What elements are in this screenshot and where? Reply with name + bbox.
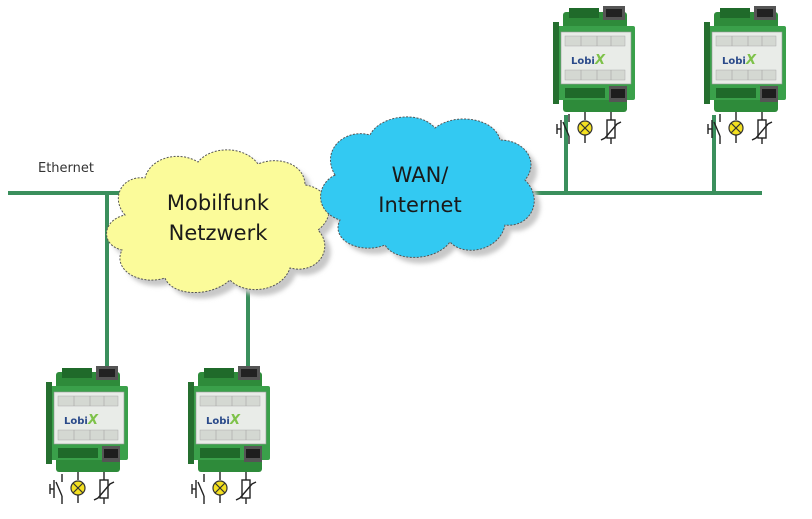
mobile-network-cloud: Mobilfunk Netzwerk — [106, 149, 330, 293]
device-bottom-left: Lobi X — [45, 365, 129, 505]
device-bottom-middle: Lobi X — [187, 365, 271, 505]
device-brand-mark: X — [87, 413, 99, 428]
device-top-right-2: Lobi X — [703, 5, 787, 145]
mobile-cloud-line1: Mobilfunk — [167, 191, 270, 215]
wan-cloud-line2: Internet — [378, 193, 461, 217]
device-brand-mark: X — [594, 53, 606, 68]
device-brand-mark: X — [745, 53, 757, 68]
wan-cloud: WAN/ Internet — [320, 116, 535, 258]
device-brand: Lobi — [64, 416, 88, 427]
wan-cloud-line1: WAN/ — [392, 163, 450, 187]
device-brand: Lobi — [206, 416, 230, 427]
device-top-right-1: Lobi X — [552, 5, 636, 145]
ethernet-label: Ethernet — [38, 161, 94, 176]
device-brand: Lobi — [722, 56, 746, 67]
device-brand-mark: X — [229, 413, 241, 428]
mobile-cloud-line2: Netzwerk — [169, 221, 269, 245]
device-brand: Lobi — [571, 56, 595, 67]
